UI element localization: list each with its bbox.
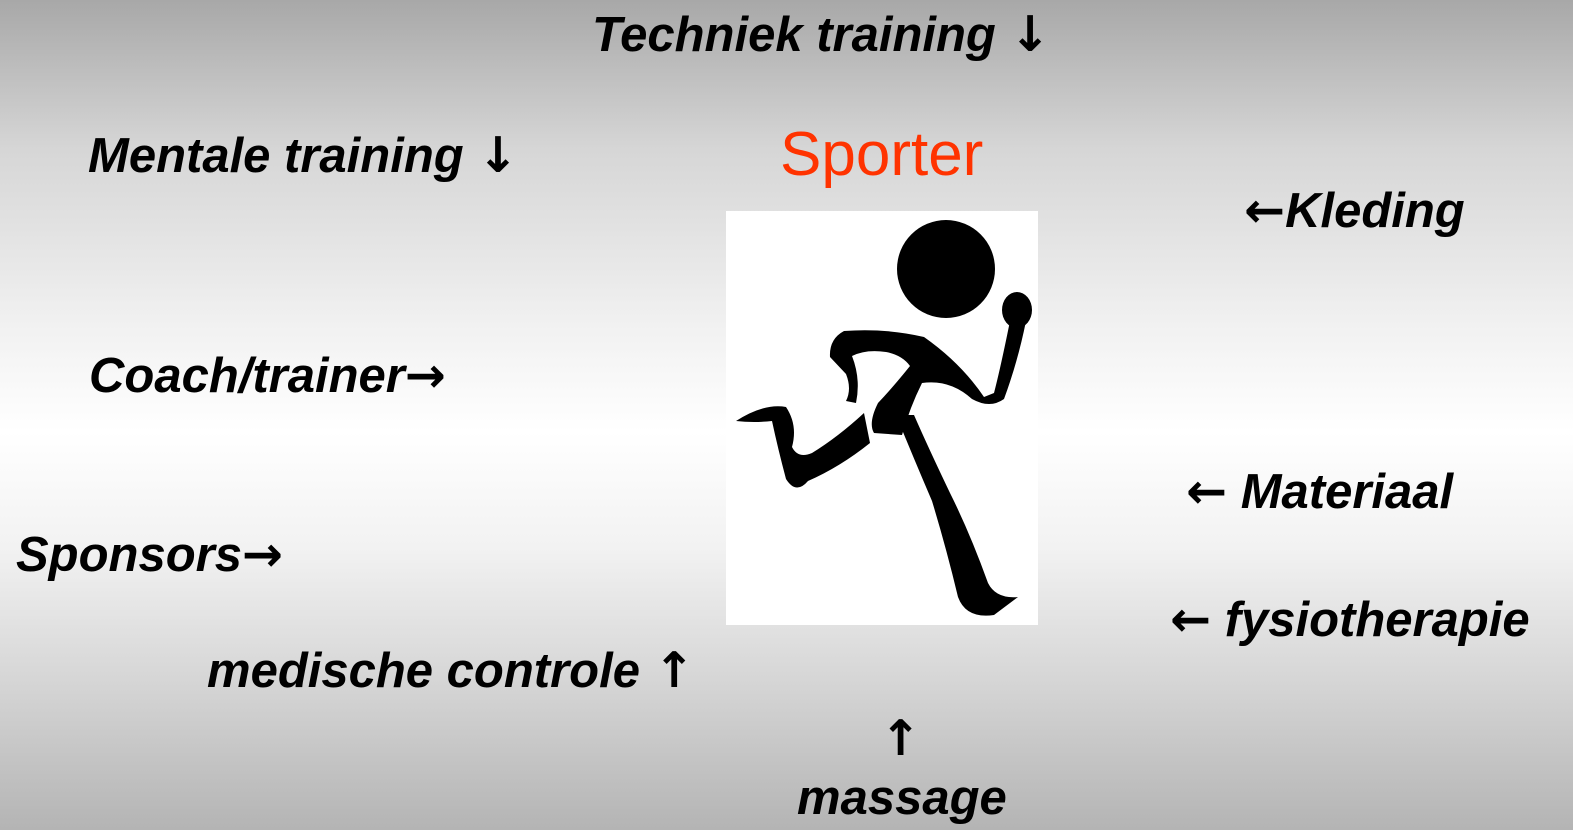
label-medische-controle: medische controle ↑ bbox=[207, 646, 695, 696]
right-arrow-icon: → bbox=[404, 347, 446, 404]
right-arrow-icon: → bbox=[241, 526, 284, 583]
label-mentale-training: Mentale training ↓ bbox=[88, 131, 518, 181]
diagram-title: Sporter bbox=[780, 120, 984, 189]
left-arrow-icon: ← bbox=[1170, 591, 1212, 648]
runner-image bbox=[726, 211, 1038, 625]
left-arrow-icon: ← bbox=[1186, 463, 1228, 520]
running-person-icon bbox=[736, 220, 1032, 616]
label-massage: massage bbox=[797, 771, 1007, 825]
label-fysiotherapie: ← fysiotherapie bbox=[1170, 595, 1530, 645]
label-fysio-text: fysiotherapie bbox=[1224, 593, 1530, 647]
left-arrow-icon: ← bbox=[1244, 182, 1286, 239]
label-materiaal-text: Materiaal bbox=[1240, 465, 1454, 519]
down-arrow-icon: ↓ bbox=[1009, 6, 1051, 63]
label-coach-trainer: Coach/trainer→ bbox=[89, 351, 446, 401]
label-sponsors-text: Sponsors bbox=[16, 528, 242, 582]
label-coach-text: Coach/trainer bbox=[89, 349, 405, 403]
label-techniek-text: Techniek training bbox=[592, 8, 996, 62]
label-medisch-text: medische controle bbox=[207, 644, 640, 698]
label-techniek-training: Techniek training ↓ bbox=[592, 10, 1051, 60]
up-arrow-icon: ↑ bbox=[880, 710, 922, 767]
label-materiaal: ← Materiaal bbox=[1186, 467, 1453, 517]
label-kleding: ←Kleding bbox=[1244, 186, 1465, 236]
down-arrow-icon: ↓ bbox=[477, 127, 519, 184]
up-arrow-icon: ↑ bbox=[653, 642, 695, 699]
label-kleding-text: Kleding bbox=[1285, 184, 1465, 238]
label-sponsors: Sponsors→ bbox=[16, 530, 283, 580]
label-mentale-text: Mentale training bbox=[88, 129, 464, 183]
